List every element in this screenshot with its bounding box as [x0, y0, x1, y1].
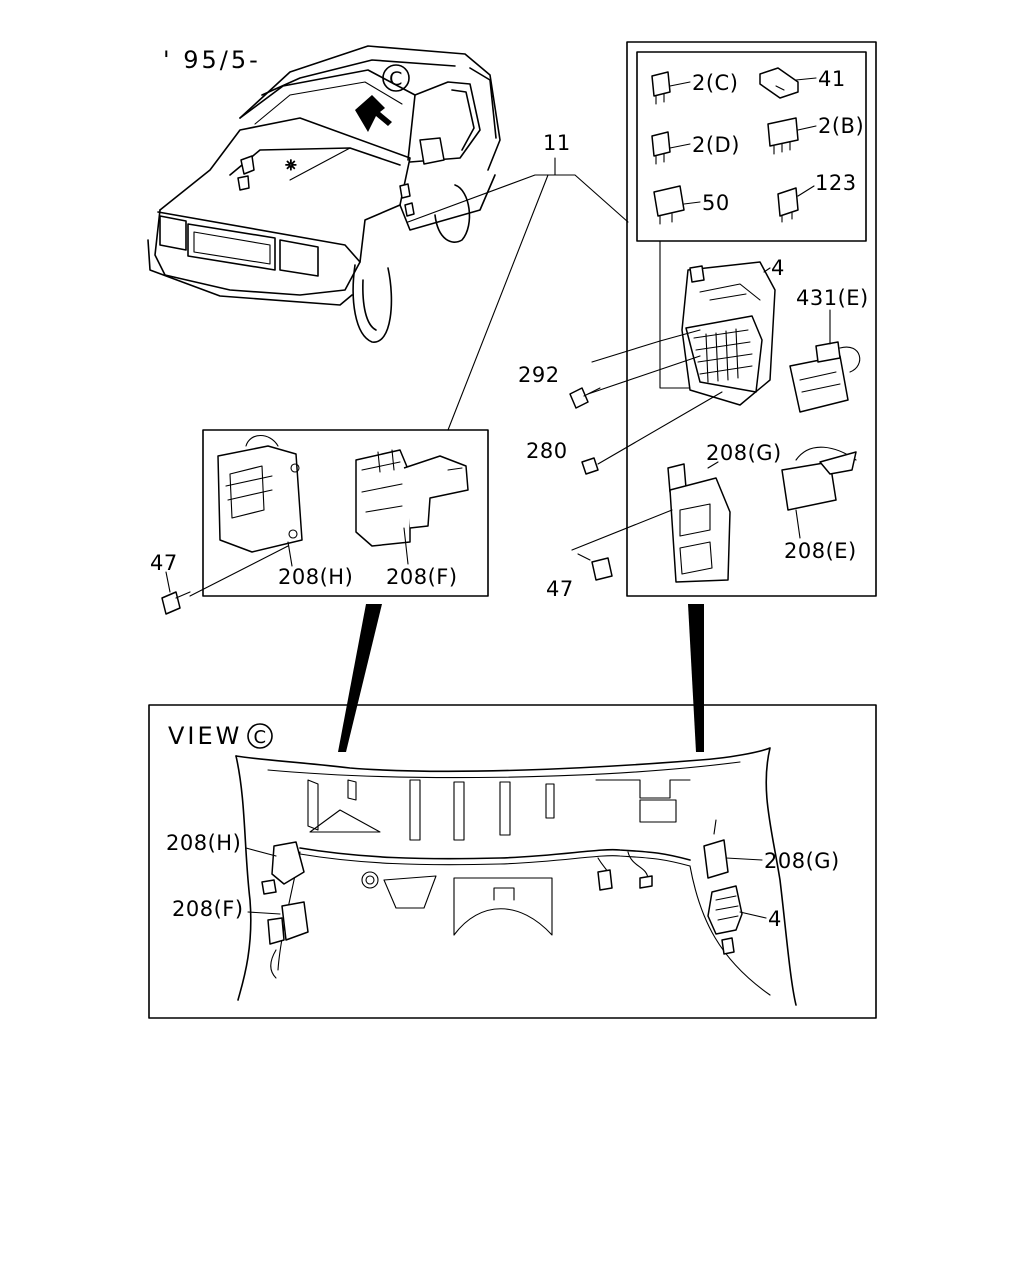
label-208h: 208(H) — [278, 565, 353, 589]
callout-11: 11 — [543, 131, 571, 155]
label-2d: 2(D) — [692, 133, 740, 157]
fuse-2b-icon — [767, 117, 799, 155]
label-47-right: 47 — [546, 577, 574, 601]
label-123: 123 — [815, 171, 857, 195]
part-41-icon — [759, 67, 799, 99]
nut-280-icon — [581, 457, 599, 475]
pointer-wedge-right — [688, 604, 704, 752]
label-208g: 208(G) — [706, 441, 782, 465]
vehicle-illustration: ✳ C — [147, 45, 501, 343]
label-50: 50 — [702, 191, 730, 215]
view-label-208g: 208(G) — [764, 849, 840, 873]
label-4: 4 — [771, 256, 785, 280]
view-bracket-g-icon — [703, 819, 729, 879]
view-c-panel: VIEW C — [148, 704, 877, 1019]
view-marker-c: C — [253, 727, 266, 748]
label-41: 41 — [818, 67, 846, 91]
bracket-208h-icon — [217, 434, 303, 553]
bolt-47-right-icon — [577, 553, 613, 581]
fuse-50-icon — [653, 185, 685, 225]
view-label-208h: 208(H) — [166, 831, 241, 855]
label-292: 292 — [518, 363, 560, 387]
label-2b: 2(B) — [818, 114, 864, 138]
date-code: ' 95/5- — [163, 46, 261, 74]
view-title: VIEW — [168, 722, 242, 750]
view-relay-box-icon — [707, 885, 743, 955]
bolt-47-left-icon — [161, 591, 191, 615]
label-208f: 208(F) — [386, 565, 458, 589]
svg-text:✳: ✳ — [285, 159, 297, 174]
relay-box-panel: 2(C) 41 2(D) 2(B) 50 — [518, 41, 877, 601]
fuse-2d-icon — [651, 131, 671, 165]
label-280: 280 — [526, 439, 568, 463]
bracket-panel: 208(H) 208(F) 47 — [150, 429, 489, 615]
fuse-inset-box — [636, 51, 867, 242]
view-label-4: 4 — [768, 907, 782, 931]
view-bracket-h-icon — [261, 841, 305, 895]
label-431e: 431(E) — [796, 286, 869, 310]
relay-box-icon — [681, 261, 776, 406]
part-123-icon — [777, 187, 799, 223]
view-bracket-f-icon — [267, 901, 309, 979]
bracket-208f-icon — [355, 449, 469, 547]
relay-431e-icon — [789, 341, 861, 413]
label-2c: 2(C) — [692, 71, 738, 95]
view-arrow-icon — [355, 95, 392, 132]
label-47-left: 47 — [150, 551, 178, 575]
fuse-2c-icon — [651, 71, 671, 105]
view-marker: C — [389, 68, 403, 90]
bolt-292-icon — [569, 387, 601, 409]
view-label-208f: 208(F) — [172, 897, 244, 921]
label-208e: 208(E) — [784, 539, 857, 563]
bracket-208e-icon — [781, 446, 857, 511]
harness-callout: 11 — [407, 131, 629, 431]
pointer-wedge-left — [338, 604, 382, 752]
bracket-208g-icon — [667, 463, 731, 583]
